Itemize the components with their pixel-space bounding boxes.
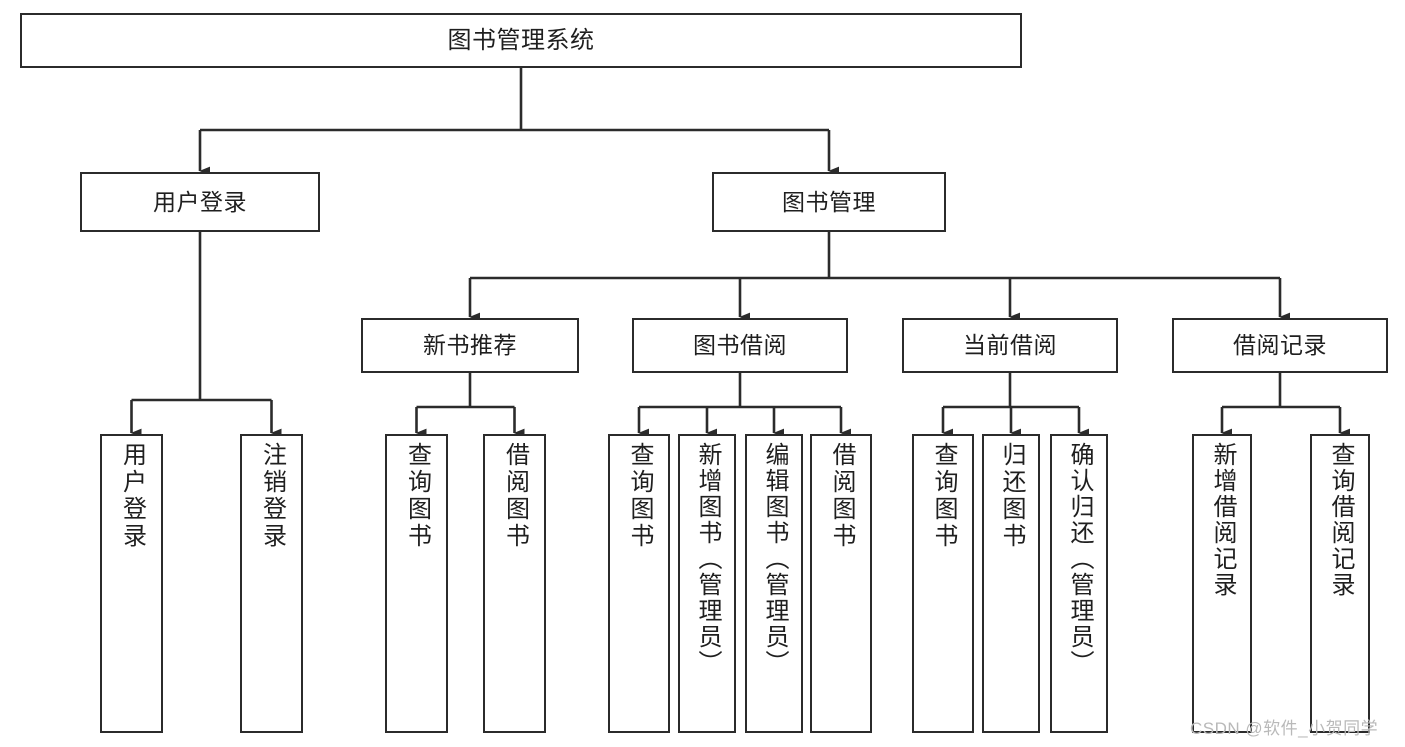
node-l-add[interactable]: 新增图书（管理员） [678,434,736,733]
node-newrec[interactable]: 新书推荐 [361,318,579,373]
node-label: 新增图书（管理员） [694,442,721,676]
node-label: 新书推荐 [423,332,517,359]
node-l-b2[interactable]: 借阅图书 [810,434,872,733]
node-label: 查询图书 [403,442,431,550]
node-label: 新增借阅记录 [1209,442,1236,598]
node-bookmgr[interactable]: 图书管理 [712,172,946,232]
node-label: 借阅图书 [828,442,855,550]
node-label: 用户登录 [153,188,247,215]
node-login[interactable]: 用户登录 [80,172,320,232]
node-label: 用户登录 [118,442,146,550]
node-label: 借阅图书 [501,442,529,550]
node-l-q1[interactable]: 查询图书 [385,434,448,733]
node-label: 查询图书 [930,442,957,550]
node-current[interactable]: 当前借阅 [902,318,1118,373]
node-l-logout[interactable]: 注销登录 [240,434,303,733]
node-root[interactable]: 图书管理系统 [20,13,1022,68]
node-l-return[interactable]: 归还图书 [982,434,1040,733]
node-label: 注销登录 [258,442,286,550]
node-l-addrec[interactable]: 新增借阅记录 [1192,434,1252,733]
node-label: 图书借阅 [693,332,787,359]
node-l-edit[interactable]: 编辑图书（管理员） [745,434,803,733]
node-l-q3[interactable]: 查询图书 [912,434,974,733]
edge-paths [130,68,1351,438]
node-label: 借阅记录 [1233,332,1327,359]
node-borrow[interactable]: 图书借阅 [632,318,848,373]
node-history[interactable]: 借阅记录 [1172,318,1388,373]
node-l-q2[interactable]: 查询图书 [608,434,670,733]
node-label: 图书管理系统 [447,26,595,54]
node-label: 图书管理 [782,188,876,215]
node-label: 查询借阅记录 [1327,442,1354,598]
node-label: 当前借阅 [963,332,1057,359]
node-l-qrec[interactable]: 查询借阅记录 [1310,434,1370,733]
node-l-login[interactable]: 用户登录 [100,434,163,733]
node-l-b1[interactable]: 借阅图书 [483,434,546,733]
node-label: 确认归还（管理员） [1066,442,1093,676]
node-label: 归还图书 [998,442,1025,550]
node-label: 编辑图书（管理员） [761,442,788,676]
node-label: 查询图书 [626,442,653,550]
node-l-confirm[interactable]: 确认归还（管理员） [1050,434,1108,733]
